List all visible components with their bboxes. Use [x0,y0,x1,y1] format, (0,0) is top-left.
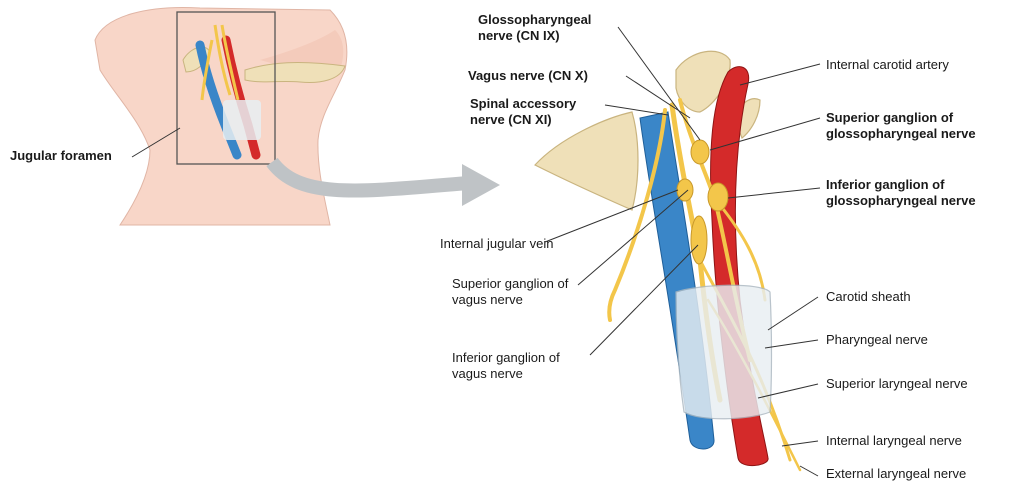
label-inferior-ganglion-glossopharyngeal: Inferior ganglion of glossopharyngeal ne… [826,177,976,209]
superior-ganglion-glosso-shape [691,140,709,164]
label-superior-laryngeal-nerve: Superior laryngeal nerve [826,376,968,392]
main-illustration [535,27,820,476]
carotid-sheath-shape [676,285,772,419]
inferior-ganglion-vagus-shape [691,216,707,264]
label-spinal-accessory-nerve: Spinal accessory nerve (CN XI) [470,96,576,128]
label-internal-laryngeal-nerve: Internal laryngeal nerve [826,433,962,449]
label-external-laryngeal-nerve: External laryngeal nerve [826,466,966,482]
label-glossopharyngeal-nerve: Glossopharyngeal nerve (CN IX) [478,12,591,44]
label-internal-jugular-vein: Internal jugular vein [440,236,553,252]
label-carotid-sheath: Carotid sheath [826,289,911,305]
label-superior-ganglion-glossopharyngeal: Superior ganglion of glossopharyngeal ne… [826,110,976,142]
label-internal-carotid-artery: Internal carotid artery [826,57,949,73]
inset-sheath [223,100,261,140]
label-jugular-foramen: Jugular foramen [10,148,112,164]
inferior-ganglion-glosso-shape [708,183,728,211]
label-inferior-ganglion-vagus: Inferior ganglion of vagus nerve [452,350,560,382]
label-superior-ganglion-vagus: Superior ganglion of vagus nerve [452,276,568,308]
label-pharyngeal-nerve: Pharyngeal nerve [826,332,928,348]
label-vagus-nerve: Vagus nerve (CN X) [468,68,588,84]
